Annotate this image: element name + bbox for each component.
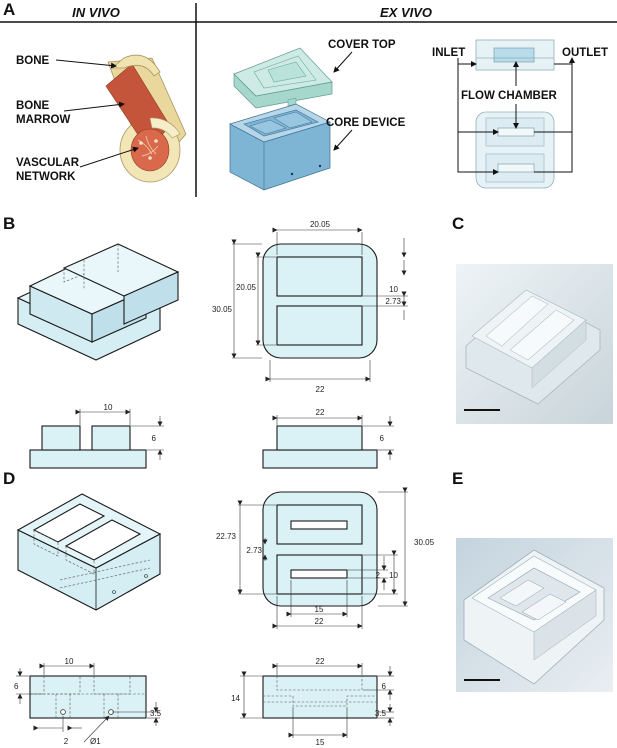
cover-top-arrow [333, 51, 353, 73]
d-front-hole-offset-dim: 3.5 [375, 709, 387, 718]
d-side-hole-spacing-dim: 2 [64, 737, 69, 746]
panel-b-isometric [16, 243, 180, 361]
panel-d-isometric [16, 493, 162, 611]
panel-a-header: IN VIVO EX VIVO [0, 3, 617, 197]
panel-b-top-view [231, 227, 408, 382]
d-dim-2: 2 [376, 571, 381, 580]
d-gap-dim: 2.73 [246, 546, 262, 555]
d-upper-offset-dim: 22.73 [216, 532, 237, 541]
panel-e-photo [456, 538, 613, 692]
d-total-height-dim: 30.05 [414, 538, 435, 547]
panel-label-c: C [452, 214, 464, 233]
d-side-height-dim: 6 [14, 682, 19, 691]
b-top-width-dim: 20.05 [310, 220, 331, 229]
d-front-inner-width-dim: 15 [316, 738, 325, 747]
bone-illustration [105, 54, 187, 183]
flow-chamber-label: FLOW CHAMBER [461, 90, 558, 102]
vascular-network-label-line2: NETWORK [16, 171, 76, 183]
panel-label-a: A [3, 0, 15, 19]
d-hole-diameter-dim: Ø1 [90, 737, 101, 746]
panel-label-b: B [3, 214, 15, 233]
d-inner-width-dim: 15 [315, 605, 324, 614]
vascular-network-arrow [79, 146, 139, 168]
d-dim-10: 10 [389, 571, 398, 580]
b-side-gap-dim: 10 [104, 403, 113, 412]
panel-b-front-view [262, 415, 394, 469]
b-front-width-dim: 22 [316, 408, 325, 417]
bone-label: BONE [16, 55, 50, 67]
panel-d-side-view [16, 663, 160, 743]
in-vivo-header: IN VIVO [72, 5, 120, 20]
d-side-gap-dim: 10 [65, 657, 74, 666]
cover-top-label: COVER TOP [328, 39, 396, 51]
d-front-height-dim: 6 [382, 682, 387, 691]
b-bottom-width-dim: 22 [316, 385, 325, 394]
bone-marrow-label-line1: BONE [16, 100, 50, 112]
b-chamber-height-dim: 20.05 [236, 283, 257, 292]
d-outer-width-dim: 22 [315, 617, 324, 626]
panel-label-d: D [3, 469, 15, 488]
b-gap-upper-dim: 10 [389, 285, 398, 294]
b-front-height-dim: 6 [380, 434, 385, 443]
b-gap-lower-dim: 2.73 [385, 297, 401, 306]
core-device-arrow [333, 129, 353, 151]
core-device-illustration [229, 103, 331, 191]
ex-vivo-header: EX VIVO [380, 5, 432, 20]
b-total-height-dim: 30.05 [212, 305, 233, 314]
d-front-depth-dim: 14 [231, 694, 240, 703]
bone-arrow [55, 59, 117, 69]
d-front-width-dim: 22 [316, 657, 325, 666]
panel-c-photo [456, 264, 613, 424]
b-side-height-dim: 6 [152, 434, 157, 443]
panel-label-e: E [452, 469, 463, 488]
panel-d-top-view [237, 487, 408, 629]
core-device-label: CORE DEVICE [326, 117, 406, 129]
outlet-label: OUTLET [562, 47, 608, 59]
vascular-network-label-line1: VASCULAR [16, 157, 80, 169]
d-side-hole-offset-dim: 3.5 [150, 709, 162, 718]
bone-marrow-label-line2: MARROW [16, 114, 70, 126]
bone-marrow-arrow [63, 101, 125, 112]
panel-d-front-view [240, 663, 394, 738]
flow-schematic [457, 39, 575, 189]
cover-top-illustration [233, 47, 333, 109]
panel-b-side-view [29, 409, 164, 469]
inlet-label: INLET [432, 47, 465, 59]
